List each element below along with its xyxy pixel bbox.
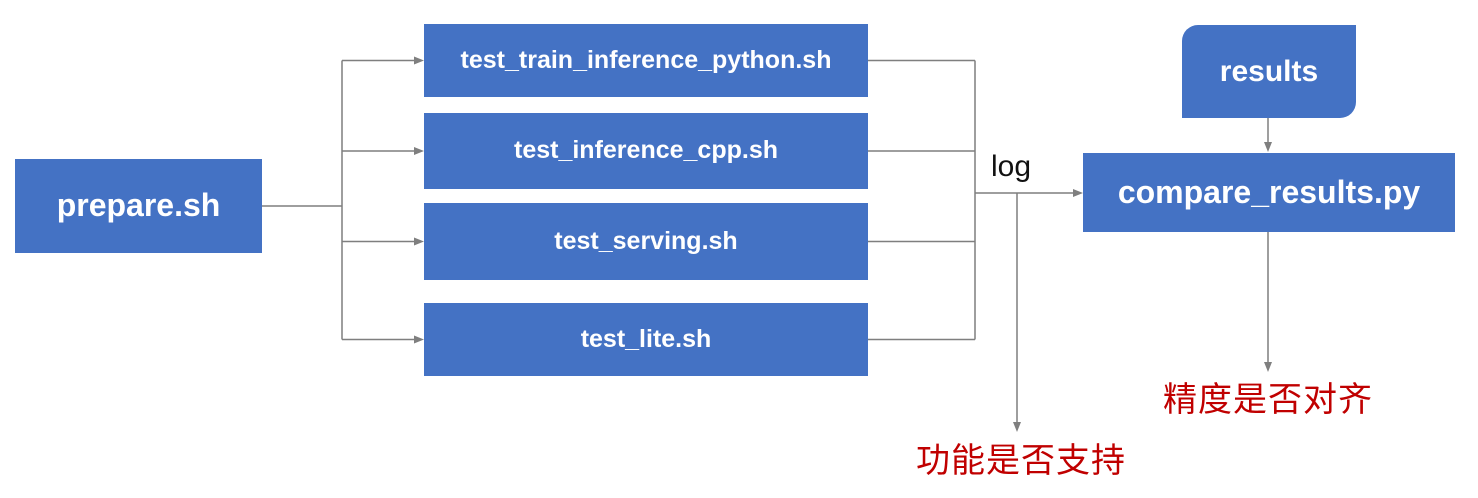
log-label: log	[991, 150, 1032, 183]
node-compare-results-label: compare_results.py	[1117, 173, 1421, 210]
node-test-lite: test_lite.sh	[424, 303, 868, 376]
node-test-inference-cpp: test_inference_cpp.sh	[424, 113, 868, 189]
annotation-function-support: 功能是否支持	[916, 442, 1126, 480]
node-test-train-inference-python: test_train_inference_python.sh	[424, 24, 868, 97]
node-results-label: results	[1219, 55, 1319, 88]
node-test-serving-label: test_serving.sh	[554, 226, 738, 255]
node-prepare-sh-label: prepare.sh	[56, 187, 221, 224]
node-prepare-sh: prepare.sh	[15, 159, 262, 253]
node-test-inference-cpp-label: test_inference_cpp.sh	[514, 136, 778, 165]
node-results: results	[1182, 25, 1356, 118]
node-test-serving: test_serving.sh	[424, 203, 868, 280]
annotation-precision-alignment: 精度是否对齐	[1163, 381, 1373, 419]
node-test-train-inference-python-label: test_train_inference_python.sh	[460, 45, 832, 74]
node-test-lite-label: test_lite.sh	[580, 324, 712, 353]
node-compare-results: compare_results.py	[1083, 153, 1455, 232]
